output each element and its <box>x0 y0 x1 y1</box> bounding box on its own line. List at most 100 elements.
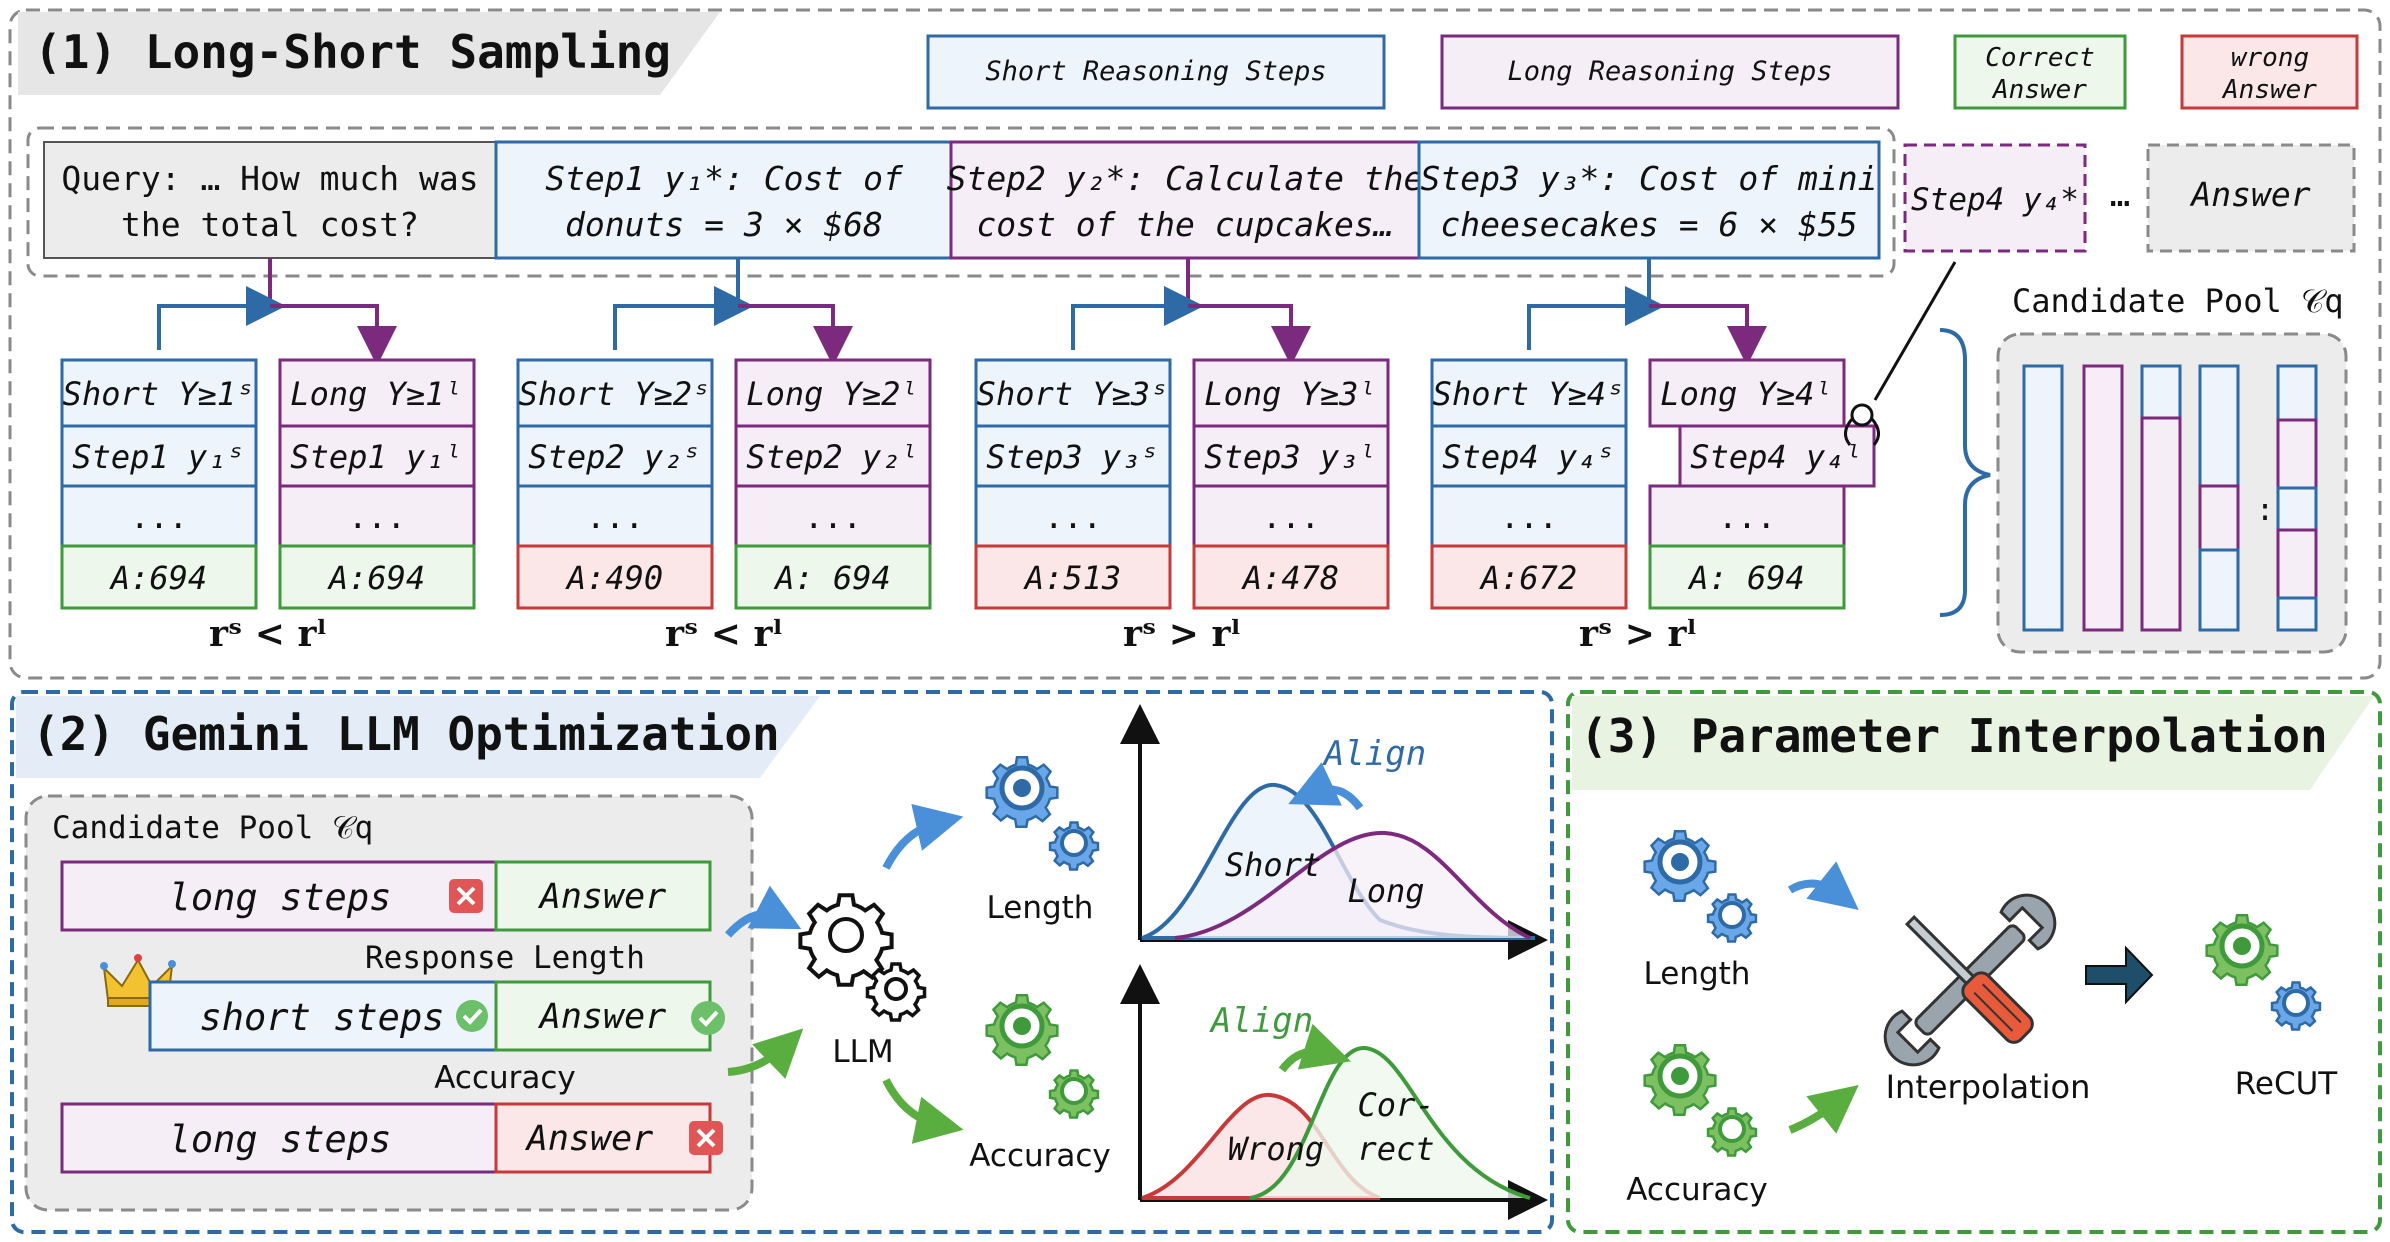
group-4-long-dots-cell <box>1648 484 1846 548</box>
query-row-border <box>26 126 1896 278</box>
group-2-short-step-cell <box>516 424 714 488</box>
group-1-short-head-cell <box>60 358 258 428</box>
s2-row1-steps-text: long steps <box>169 876 392 919</box>
step1-box <box>494 140 953 260</box>
section2-border <box>10 690 1554 1234</box>
group-1-arrow-short <box>157 286 286 350</box>
group-4-long-head-cell <box>1648 358 1846 428</box>
wrong-curve-label: Wrong <box>1228 1130 1324 1168</box>
s3-forward-arrow <box>2085 945 2154 1005</box>
group-1-short-head: Short Y≥1ˢ <box>63 375 256 413</box>
s2-row2-answer <box>494 980 712 1052</box>
group-1-long-step: Step1 y₁ˡ <box>290 438 463 476</box>
bottom-align-label: Align <box>1209 1001 1313 1041</box>
step3-text-2: cheesecakes = 6 × $55 <box>1440 205 1857 244</box>
section1-title: (1) Long-Short Sampling <box>34 25 671 79</box>
group-2-comparison: rˢ < rˡ <box>665 613 783 655</box>
group-1-short-step: Step1 y₁ˢ <box>72 438 245 476</box>
group-1-short-dots: ... <box>130 498 188 536</box>
pool-bars: : <box>2022 364 2318 632</box>
group-4-long-dots: ... <box>1718 498 1776 536</box>
group-4-long-head: Long Y≥4ˡ <box>1660 375 1833 413</box>
s2-row1-steps <box>60 860 498 932</box>
group-2-short-head: Short Y≥2ˢ <box>519 375 712 413</box>
pool-brace <box>1939 328 1991 617</box>
legend-long-box <box>1440 34 1900 110</box>
short-curve-label: Short <box>1225 846 1321 884</box>
group-2-long-step: Step2 y₂ˡ <box>746 438 919 476</box>
accuracy-gears-icon <box>985 994 1100 1119</box>
group-4-short-step-cell <box>1430 424 1628 488</box>
top-align-label: Align <box>1322 734 1426 774</box>
group-1-long-head: Long Y≥1ˡ <box>290 375 463 413</box>
group-2-short-head-cell <box>516 358 714 428</box>
s3-accuracy-label: Accuracy <box>1626 1172 1768 1208</box>
s2-accuracy-gear-label: Accuracy <box>969 1138 1111 1174</box>
group-2-long-answer-cell <box>734 544 932 610</box>
group-2-long-head-cell <box>734 358 932 428</box>
group-4-long-answer-cell <box>1648 544 1846 610</box>
long-curve-label: Long <box>1347 872 1424 910</box>
answer-box <box>2146 143 2356 253</box>
step2-text-1: Step2 y₂*: Calculate the <box>947 159 1424 198</box>
recut-gears-icon <box>2205 914 2322 1031</box>
legend-short-box <box>926 34 1386 110</box>
group-3-long-dots-cell <box>1192 484 1390 548</box>
group-3-short-dots-cell <box>974 484 1172 548</box>
section3-title: (3) Parameter Interpolation <box>1580 709 2328 763</box>
group-1-comparison: rˢ < rˡ <box>209 613 327 655</box>
s2-row1-answer <box>494 860 712 932</box>
group-2-long-dots: ... <box>804 498 862 536</box>
group-2-arrow-short <box>613 286 754 350</box>
group-3-short-answer: A:513 <box>1023 559 1121 597</box>
legend-short-label: Short Reasoning Steps <box>985 56 1326 87</box>
group-3-short-step-cell <box>974 424 1172 488</box>
step2-text-2: cost of the cupcakes… <box>976 205 1393 244</box>
legend-correct-label-1: Correct <box>1985 43 2095 73</box>
group-3-long-dots: ... <box>1262 498 1320 536</box>
section1-border <box>8 8 2382 680</box>
group-4-short-dots: ... <box>1500 498 1558 536</box>
correct-curve-label-2: rect <box>1357 1130 1434 1168</box>
group-4-arrow-short <box>1527 286 1665 350</box>
s2-row2-answer-text: Answer <box>538 997 666 1037</box>
group-3-long-answer-cell <box>1192 544 1390 610</box>
section3-title-tab <box>1572 696 2374 790</box>
legend-correct-label-2: Answer <box>1991 75 2087 105</box>
interpolation-label: Interpolation <box>1886 1068 2091 1106</box>
group-1-long-answer-cell <box>278 544 476 610</box>
s2-accuracy-label: Accuracy <box>434 1060 576 1096</box>
step-ellipsis: … <box>2110 175 2130 215</box>
s2-row3-wrong-icon <box>689 1121 723 1155</box>
group-2-long-answer: A: 694 <box>773 559 891 597</box>
group-4-long-answer: A: 694 <box>1687 559 1805 597</box>
picker-line <box>1873 261 1957 401</box>
llm-label: LLM <box>832 1034 893 1070</box>
group-2-long-head: Long Y≥2ˡ <box>746 375 919 413</box>
group-4-comparison: rˢ > rˡ <box>1579 613 1697 655</box>
group-3-long-answer: A:478 <box>1241 559 1339 597</box>
section1-title-tab <box>18 12 720 95</box>
group-1-short-answer-cell <box>60 544 258 610</box>
group-3-arrow-short <box>1071 286 1204 350</box>
correct-curve-label-1: Cor- <box>1357 1086 1434 1124</box>
group-4-short-step: Step4 y₄ˢ <box>1442 438 1615 476</box>
s2-row2-answer-check-icon <box>691 1001 725 1035</box>
section3-border <box>1566 690 2382 1234</box>
group-3-long-head-cell <box>1192 358 1390 428</box>
group-1-arrow-long <box>270 304 397 366</box>
group-3-short-answer-cell <box>974 544 1172 610</box>
step3-text-1: Step3 y₃*: Cost of mini <box>1421 159 1878 198</box>
group-2-arrow-long <box>738 304 853 366</box>
s2-row3-answer <box>494 1102 712 1174</box>
correct-curve <box>1249 1045 1531 1200</box>
group-1-short-step-cell <box>60 424 258 488</box>
group-2-short-answer: A:490 <box>565 559 663 597</box>
group-3-long-step: Step3 y₃ˡ <box>1204 438 1377 476</box>
group-4-arrow-long <box>1649 304 1767 366</box>
s2-row3-steps-text: long steps <box>169 1118 392 1161</box>
llm-gears-icon <box>800 895 927 1022</box>
top-align-arrow <box>1288 762 1364 811</box>
section2-title-tab <box>16 696 820 778</box>
